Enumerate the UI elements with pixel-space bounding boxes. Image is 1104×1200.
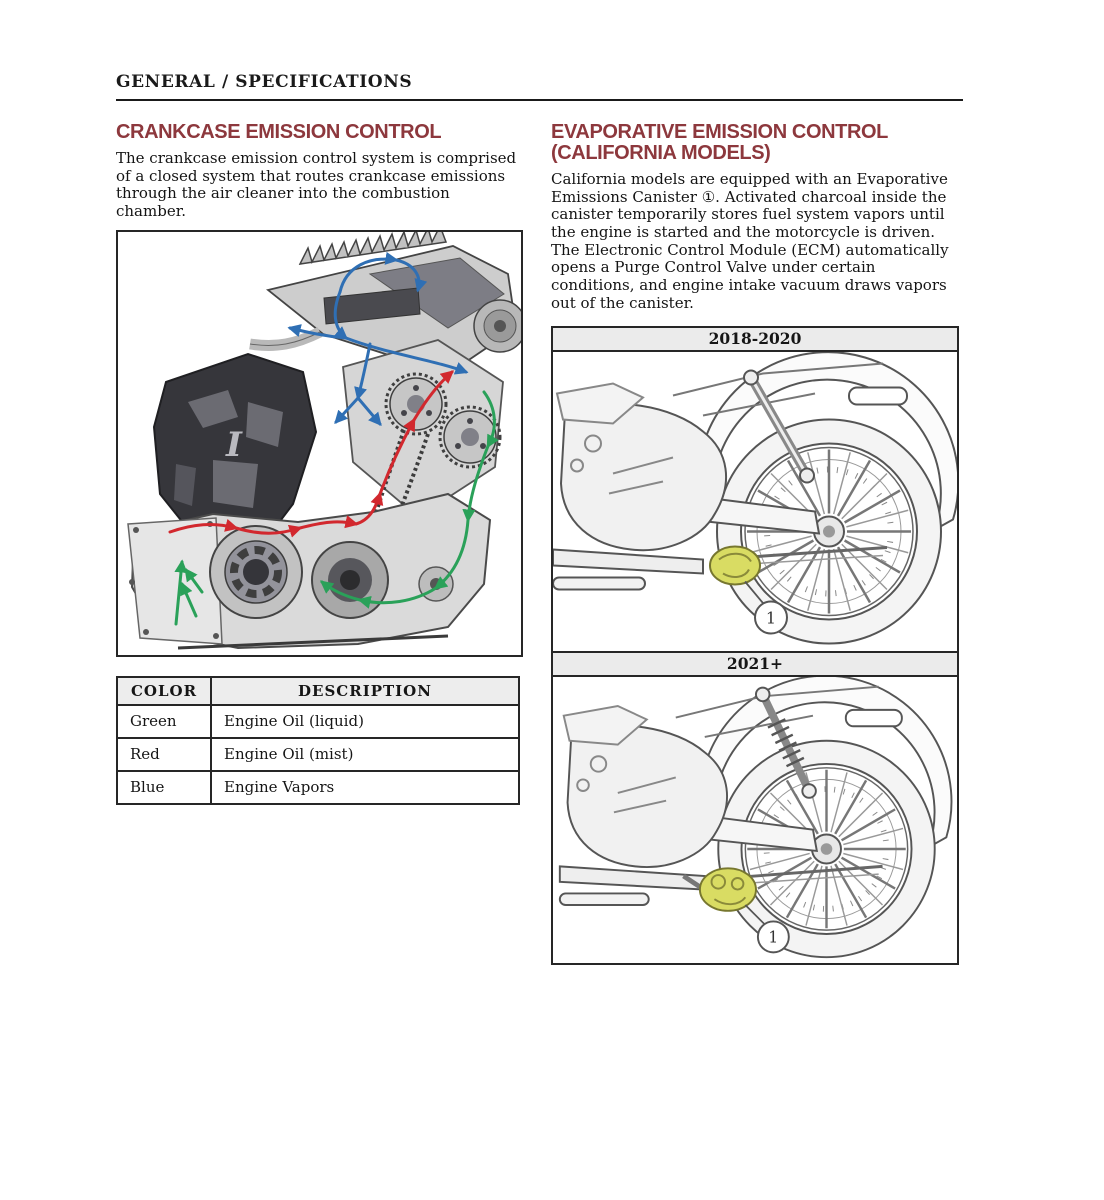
table-row: Red Engine Oil (mist) <box>116 736 520 772</box>
crankcase-heading: CRANKCASE EMISSION CONTROL <box>116 121 442 143</box>
legend-desc-red: Engine Oil (mist) <box>210 736 520 772</box>
engine-logo: I <box>225 425 243 465</box>
legend-color-blue: Blue <box>116 769 212 805</box>
motorcycle-rear-diagram-2021: 1 <box>558 676 953 958</box>
evap-canister-highlight <box>709 545 761 585</box>
legend-color-green: Green <box>116 703 212 739</box>
table-header-color: COLOR <box>116 675 212 706</box>
motorcycle-rear-diagram-2018: 1 <box>553 351 957 644</box>
table-header-row: COLOR DESCRIPTION <box>116 675 520 706</box>
table-row: Green Engine Oil (liquid) <box>116 703 520 739</box>
evap-body-text: California models are equipped with an E… <box>551 170 949 312</box>
evap-section: EVAPORATIVE EMISSION CONTROL (CALIFORNIA… <box>551 122 961 965</box>
flow-engine-vapors <box>287 251 469 426</box>
air-cleaner <box>249 231 521 375</box>
crankcase-section: CRANKCASE EMISSION CONTROL The crankcase… <box>116 122 523 805</box>
table-row: Blue Engine Vapors <box>116 769 520 805</box>
evap-heading: EVAPORATIVE EMISSION CONTROL (CALIFORNIA… <box>551 122 961 164</box>
evap-figure-stack: 2018-2020 <box>551 325 959 965</box>
legend-desc-blue: Engine Vapors <box>210 769 520 805</box>
crankcase-lower <box>127 492 492 650</box>
callout-balloon: 1 <box>744 903 790 953</box>
legend-desc-green: Engine Oil (liquid) <box>210 703 520 739</box>
callout-number: 1 <box>766 608 776 627</box>
callout-number: 1 <box>768 928 778 946</box>
figure-label-2018-2020: 2018-2020 <box>551 325 959 352</box>
figure-label-2021: 2021+ <box>551 652 959 677</box>
cam-cover: I <box>152 352 318 545</box>
page-title: GENERAL / SPECIFICATIONS <box>116 72 413 92</box>
table-header-description: DESCRIPTION <box>210 675 520 706</box>
evap-canister-highlight <box>698 866 757 912</box>
callout-balloon: 1 <box>744 580 788 634</box>
crankcase-flow-figure: I <box>116 229 523 657</box>
evap-heading-line2: (CALIFORNIA MODELS) <box>551 142 771 164</box>
evap-figure-2018-2020: 1 <box>551 351 959 653</box>
flow-oil-liquid <box>174 390 499 626</box>
evap-figure-2021: 1 <box>551 676 959 965</box>
cam-drive <box>342 338 504 553</box>
header-rule <box>116 99 963 101</box>
flow-oil-mist <box>168 370 455 538</box>
color-legend-table: COLOR DESCRIPTION Green Engine Oil (liqu… <box>116 675 520 805</box>
evap-heading-line1: EVAPORATIVE EMISSION CONTROL <box>551 121 888 143</box>
legend-color-red: Red <box>116 736 212 772</box>
engine-cutaway-diagram: I <box>127 231 521 650</box>
crankcase-body-text: The crankcase emission control system is… <box>116 149 517 221</box>
